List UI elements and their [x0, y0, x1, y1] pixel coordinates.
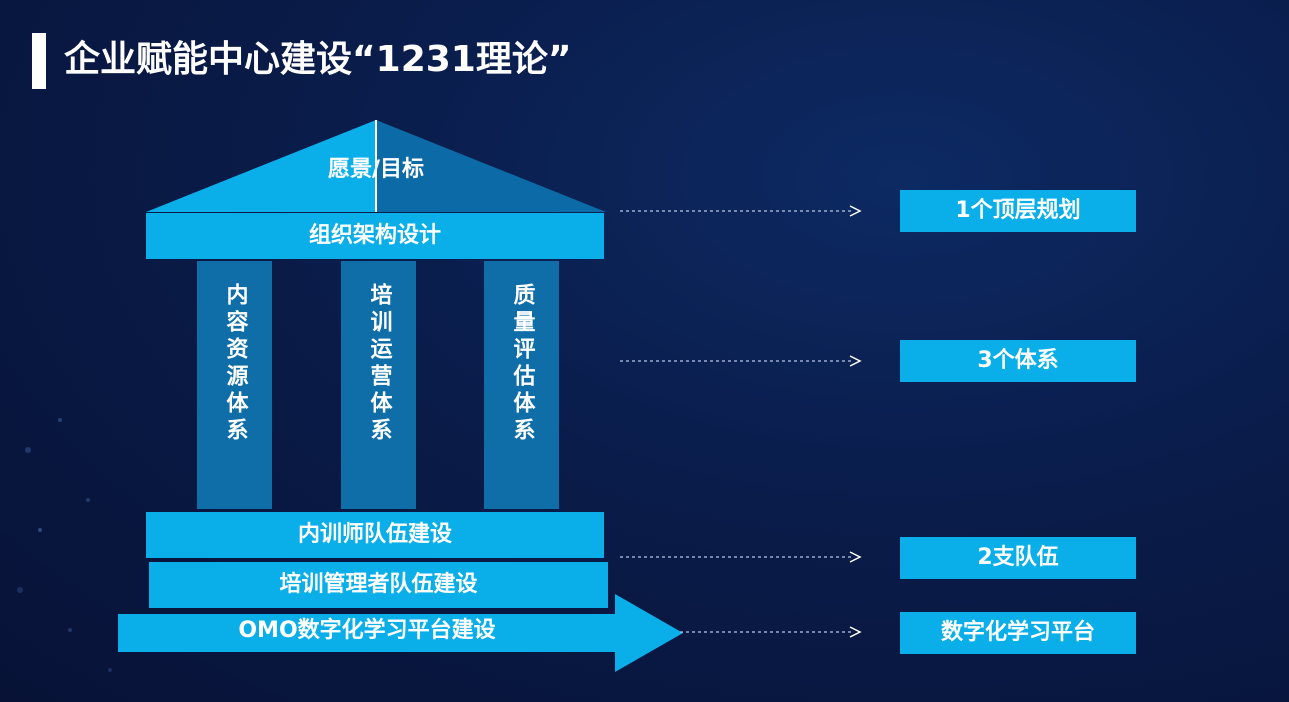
platform-arrow	[118, 594, 683, 672]
platform-arrow-label: OMO数字化学习平台建设	[238, 618, 496, 643]
outcome-two-teams: 2支队伍	[900, 537, 1136, 579]
connector-arrow	[620, 355, 862, 367]
pillar-training-operations: 培训运营体系	[341, 261, 416, 509]
connector-arrow	[620, 205, 862, 217]
base-beam-trainers: 内训师队伍建设	[146, 512, 604, 558]
title-accent-bar	[32, 33, 46, 89]
roof-label: 愿景/目标	[327, 157, 425, 182]
pillar-label: 培训运营体系	[366, 283, 392, 445]
page-title: 企业赋能中心建设“1231理论”	[64, 39, 572, 80]
decorative-dots	[17, 418, 112, 672]
pillar-quality-evaluation: 质量评估体系	[484, 261, 559, 509]
pillar-content-resources: 内容资源体系	[197, 261, 272, 509]
connector-arrow	[620, 551, 862, 563]
house-roof	[146, 120, 606, 212]
top-beam: 组织架构设计	[146, 213, 604, 259]
connector-arrow	[680, 626, 862, 638]
outcome-digital-platform: 数字化学习平台	[900, 612, 1136, 654]
pillar-label: 内容资源体系	[222, 283, 248, 445]
base-beam-managers: 培训管理者队伍建设	[149, 562, 608, 608]
outcome-top-level-plan: 1个顶层规划	[900, 190, 1136, 232]
pillar-label: 质量评估体系	[509, 283, 535, 445]
outcome-three-systems: 3个体系	[900, 340, 1136, 382]
